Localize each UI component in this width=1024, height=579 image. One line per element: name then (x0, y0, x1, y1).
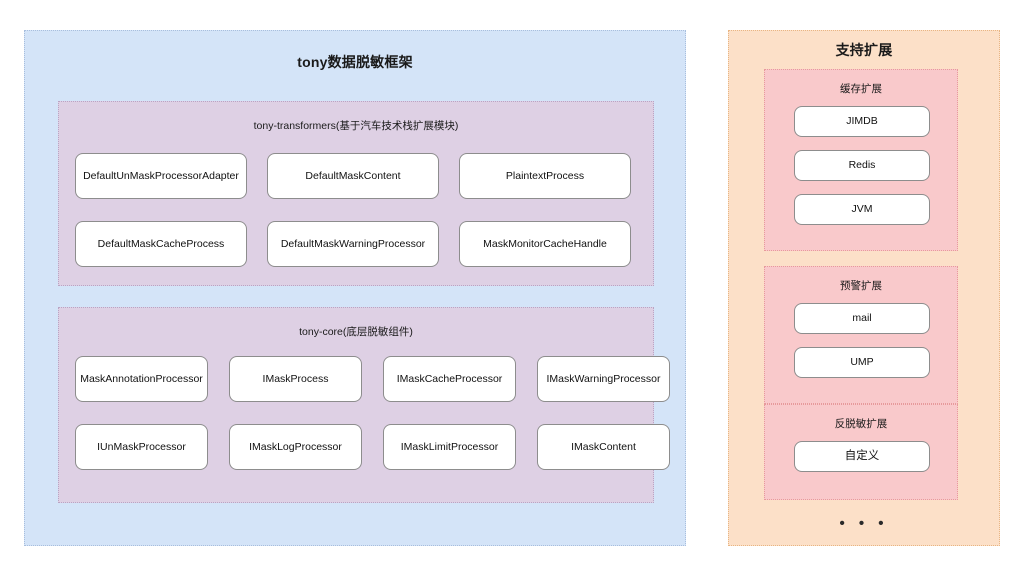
node-ump[interactable]: UMP (794, 347, 930, 378)
framework-panel-title: tony数据脱敏框架 (297, 54, 413, 70)
node-default-mask-content[interactable]: DefaultMaskContent (267, 153, 439, 199)
extensions-panel-title: 支持扩展 (835, 42, 893, 58)
node-default-unmask-processor-adapter[interactable]: DefaultUnMaskProcessorAdapter (75, 153, 247, 199)
section-transformers-title: tony-transformers(基于汽车技术栈扩展模块) (253, 120, 459, 132)
node-default-mask-cache-process[interactable]: DefaultMaskCacheProcess (75, 221, 247, 267)
node-imask-process[interactable]: IMaskProcess (229, 356, 362, 402)
node-mask-monitor-cache-handle[interactable]: MaskMonitorCacheHandle (459, 221, 631, 267)
node-default-mask-warning-processor[interactable]: DefaultMaskWarningProcessor (267, 221, 439, 267)
section-cache-extension: 缓存扩展 JIMDB Redis JVM (764, 69, 958, 251)
node-jvm[interactable]: JVM (794, 194, 930, 225)
more-extensions-indicator: • • • (839, 515, 889, 532)
node-mail[interactable]: mail (794, 303, 930, 334)
node-imask-log-processor[interactable]: IMaskLogProcessor (229, 424, 362, 470)
section-warning-extension: 预警扩展 mail UMP (764, 266, 958, 404)
section-cache-extension-title: 缓存扩展 (840, 83, 882, 95)
node-imask-content[interactable]: IMaskContent (537, 424, 670, 470)
extensions-panel: 支持扩展 缓存扩展 JIMDB Redis JVM 预警扩展 mail UMP … (728, 30, 1000, 546)
section-unmask-extension-title: 反脱敏扩展 (834, 418, 888, 430)
section-unmask-extension: 反脱敏扩展 自定义 (764, 404, 958, 500)
node-imask-cache-processor[interactable]: IMaskCacheProcessor (383, 356, 516, 402)
node-imask-limit-processor[interactable]: IMaskLimitProcessor (383, 424, 516, 470)
section-transformers: tony-transformers(基于汽车技术栈扩展模块) DefaultUn… (58, 101, 654, 286)
section-core: tony-core(底层脱敏组件) MaskAnnotationProcesso… (58, 307, 670, 503)
node-jimdb[interactable]: JIMDB (794, 106, 930, 137)
node-imask-warning-processor[interactable]: IMaskWarningProcessor (537, 356, 670, 402)
section-warning-extension-title: 预警扩展 (840, 280, 882, 292)
node-custom[interactable]: 自定义 (794, 441, 930, 472)
section-core-title: tony-core(底层脱敏组件) (299, 326, 413, 338)
node-mask-annotation-processor[interactable]: MaskAnnotationProcessor (75, 356, 208, 402)
node-iunmask-processor[interactable]: IUnMaskProcessor (75, 424, 208, 470)
framework-panel: tony数据脱敏框架 tony-transformers(基于汽车技术栈扩展模块… (24, 30, 686, 546)
node-redis[interactable]: Redis (794, 150, 930, 181)
node-plaintext-process[interactable]: PlaintextProcess (459, 153, 631, 199)
